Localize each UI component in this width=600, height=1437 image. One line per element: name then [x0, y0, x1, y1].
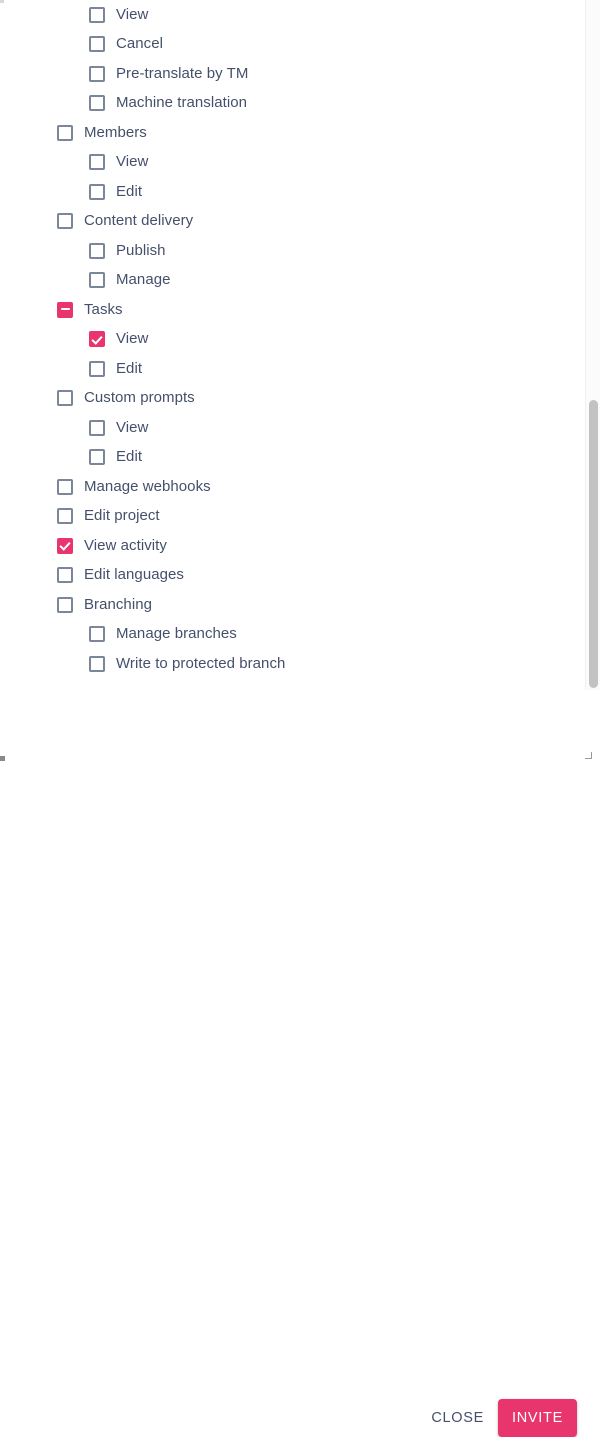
permission-row[interactable]: Content delivery: [0, 207, 585, 237]
permission-checkbox[interactable]: [89, 272, 105, 289]
permission-row[interactable]: Publish: [0, 236, 585, 266]
permission-checkbox[interactable]: [57, 596, 73, 613]
permission-label: Manage branches: [116, 625, 237, 643]
permission-row[interactable]: View: [0, 148, 585, 178]
permission-row[interactable]: Manage: [0, 266, 585, 296]
resize-handle-icon[interactable]: [585, 752, 592, 759]
permission-label: Edit languages: [84, 566, 184, 584]
permission-row[interactable]: Machine translation: [0, 89, 585, 119]
close-button[interactable]: CLOSE: [423, 1403, 492, 1433]
permission-row[interactable]: Edit: [0, 354, 585, 384]
permission-label: View: [116, 5, 149, 23]
permission-label: Tasks: [84, 300, 123, 318]
permission-checkbox[interactable]: [57, 478, 73, 495]
permission-checkbox[interactable]: [89, 242, 105, 259]
permission-row[interactable]: View: [0, 0, 585, 30]
permission-row[interactable]: Edit: [0, 443, 585, 473]
window-edge-artifact: [0, 0, 4, 3]
permission-checkbox[interactable]: [89, 65, 105, 82]
permission-row[interactable]: Tasks: [0, 295, 585, 325]
permission-checkbox[interactable]: [89, 6, 105, 23]
window-corner-artifact-bottom-left: [0, 756, 5, 761]
permission-label: Content delivery: [84, 212, 194, 230]
permission-label: Members: [84, 123, 147, 141]
permission-checkbox[interactable]: [89, 655, 105, 672]
permission-label: Manage webhooks: [84, 477, 211, 495]
permission-row[interactable]: Edit project: [0, 502, 585, 532]
permission-label: Pre-translate by TM: [116, 64, 249, 82]
permission-checkbox[interactable]: [89, 360, 105, 377]
permission-row[interactable]: View: [0, 325, 585, 355]
permission-checkbox[interactable]: [89, 36, 105, 53]
permission-label: Edit: [116, 182, 143, 200]
permission-row[interactable]: Write to protected branch: [0, 649, 585, 679]
vertical-scrollbar-thumb[interactable]: [589, 400, 598, 688]
permission-checkbox[interactable]: [89, 449, 105, 466]
permission-label: View: [116, 330, 149, 348]
permission-label: Write to protected branch: [116, 654, 286, 672]
permission-label: Machine translation: [116, 94, 248, 112]
invite-button[interactable]: INVITE: [498, 1399, 577, 1437]
permission-row[interactable]: Edit languages: [0, 561, 585, 591]
permission-label: View activity: [84, 536, 167, 554]
permission-label: Edit: [116, 359, 143, 377]
permission-checkbox[interactable]: [89, 95, 105, 112]
permission-label: Custom prompts: [84, 389, 195, 407]
permission-checkbox[interactable]: [89, 419, 105, 436]
permission-row[interactable]: Members: [0, 118, 585, 148]
permission-checkbox[interactable]: [57, 301, 73, 318]
permission-row[interactable]: Manage webhooks: [0, 472, 585, 502]
permission-row[interactable]: View activity: [0, 531, 585, 561]
permission-row[interactable]: Branching: [0, 590, 585, 620]
permission-row[interactable]: View: [0, 413, 585, 443]
permission-checkbox[interactable]: [89, 183, 105, 200]
permission-row[interactable]: Edit: [0, 177, 585, 207]
permission-checkbox[interactable]: [89, 331, 105, 348]
permission-row[interactable]: Custom prompts: [0, 384, 585, 414]
permission-row[interactable]: Manage branches: [0, 620, 585, 650]
permission-label: View: [116, 153, 149, 171]
permission-checkbox[interactable]: [57, 390, 73, 407]
permission-checkbox[interactable]: [57, 537, 73, 554]
permission-row[interactable]: Pre-translate by TM: [0, 59, 585, 89]
permission-checkbox[interactable]: [89, 626, 105, 643]
permission-checkbox[interactable]: [89, 154, 105, 171]
permission-label: View: [116, 418, 149, 436]
permission-checkbox[interactable]: [57, 124, 73, 141]
permission-label: Publish: [116, 241, 166, 259]
permission-label: Manage: [116, 271, 171, 289]
permission-label: Edit: [116, 448, 143, 466]
vertical-scrollbar-track[interactable]: [585, 0, 600, 690]
permission-label: Edit project: [84, 507, 160, 525]
dialog-footer: CLOSE INVITE: [0, 690, 600, 1437]
permission-label: Branching: [84, 595, 152, 613]
permission-checkbox[interactable]: [57, 508, 73, 525]
permission-checkbox[interactable]: [57, 213, 73, 230]
permission-label: Cancel: [116, 35, 163, 53]
permission-checkbox[interactable]: [57, 567, 73, 584]
permission-row[interactable]: Cancel: [0, 30, 585, 60]
